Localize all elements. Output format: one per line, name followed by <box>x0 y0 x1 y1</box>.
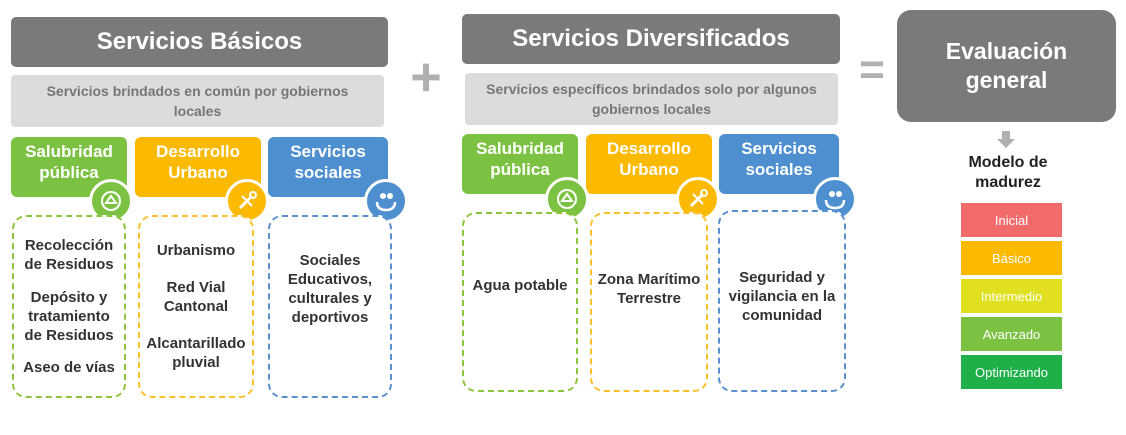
div-health-list: Agua potable <box>462 212 578 392</box>
evaluation-header: Evaluación general <box>897 10 1116 122</box>
list-item: Agua potable <box>472 277 568 294</box>
level-basico: Básico <box>961 241 1062 275</box>
plus-operator: + <box>410 47 442 107</box>
basic-services-subtitle: Servicios brindados en común por gobiern… <box>11 75 384 127</box>
basic-social-list: Sociales Educativos, culturales y deport… <box>268 215 392 398</box>
list-item: Red Vial Cantonal <box>163 279 229 315</box>
diversified-services-subtitle: Servicios específicos brindados solo por… <box>465 73 838 125</box>
list-item: Seguridad y vigilancia en la comunidad <box>728 269 836 324</box>
list-item: Depósito y tratamiento de Residuos <box>24 288 114 344</box>
list-item: Alcantarillado pluvial <box>146 335 246 371</box>
maturity-levels: Inicial Básico Intermedio Avanzado Optim… <box>961 203 1062 389</box>
list-item: Recolección de Residuos <box>24 237 114 274</box>
level-optimizando: Optimizando <box>961 355 1062 389</box>
list-item: Sociales Educativos, culturales y deport… <box>287 252 373 326</box>
div-social-list: Seguridad y vigilancia en la comunidad <box>718 210 846 392</box>
list-item: Zona Marítimo Terrestre <box>597 271 701 307</box>
equals-operator: = <box>859 45 885 94</box>
arrow-down-icon <box>996 131 1016 149</box>
level-inicial: Inicial <box>961 203 1062 237</box>
basic-services-header: Servicios Básicos <box>11 17 388 67</box>
div-urban-list: Zona Marítimo Terrestre <box>590 212 708 392</box>
maturity-model-title: Modelo de madurez <box>968 154 1048 191</box>
basic-cat-health: Salubridad pública <box>11 137 127 197</box>
basic-health-list: Recolección de Residuos Depósito y trata… <box>12 215 126 398</box>
level-avanzado: Avanzado <box>961 317 1062 351</box>
list-item: Urbanismo <box>156 242 236 259</box>
list-item: Aseo de vías <box>23 358 115 376</box>
basic-urban-list: Urbanismo Red Vial Cantonal Alcantarilla… <box>138 215 254 398</box>
diversified-services-header: Servicios Diversificados <box>462 14 840 64</box>
level-intermedio: Intermedio <box>961 279 1062 313</box>
